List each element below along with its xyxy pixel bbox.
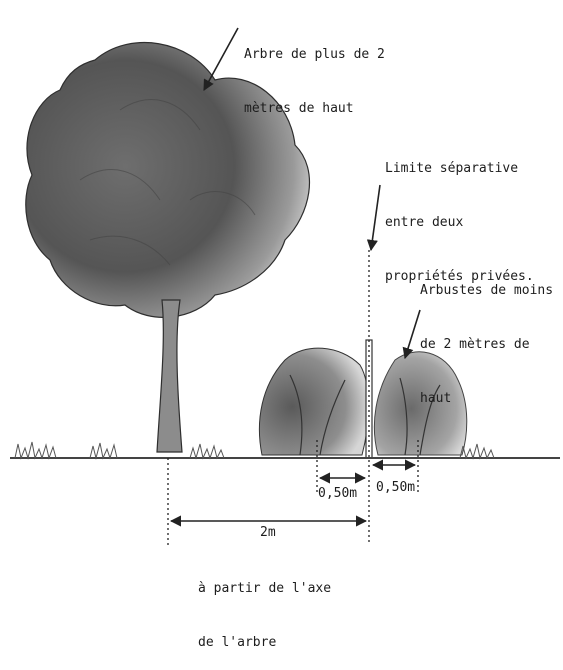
shrub-label-line-2: de 2 mètres de — [420, 336, 553, 354]
distance-tree-label: 2m — [260, 524, 276, 542]
tree-label-line-1: Arbre de plus de 2 — [244, 46, 385, 64]
boundary-label-pointer — [371, 185, 380, 250]
tree-trunk — [157, 300, 182, 452]
shrub-label-line-3: haut — [420, 390, 553, 408]
shrub-label: Arbustes de moins de 2 mètres de haut — [420, 246, 553, 426]
boundary-label-line-1: Limite séparative — [385, 160, 534, 178]
tree-label-line-2: mètres de haut — [244, 100, 385, 118]
shrub-label-pointer — [405, 310, 420, 358]
boundary-label-line-2: entre deux — [385, 214, 534, 232]
shrub-left — [259, 348, 368, 455]
tree-axis-label-line-1: à partir de l'axe — [198, 580, 331, 598]
distance-left-label: 0,50m — [318, 485, 357, 503]
tree-label: Arbre de plus de 2 mètres de haut — [244, 10, 385, 136]
tree-axis-label-line-2: de l'arbre — [198, 634, 331, 652]
tree-axis-label: à partir de l'axe de l'arbre — [198, 544, 331, 670]
distance-right-label: 0,50m — [376, 479, 415, 497]
shrub-label-line-1: Arbustes de moins — [420, 282, 553, 300]
